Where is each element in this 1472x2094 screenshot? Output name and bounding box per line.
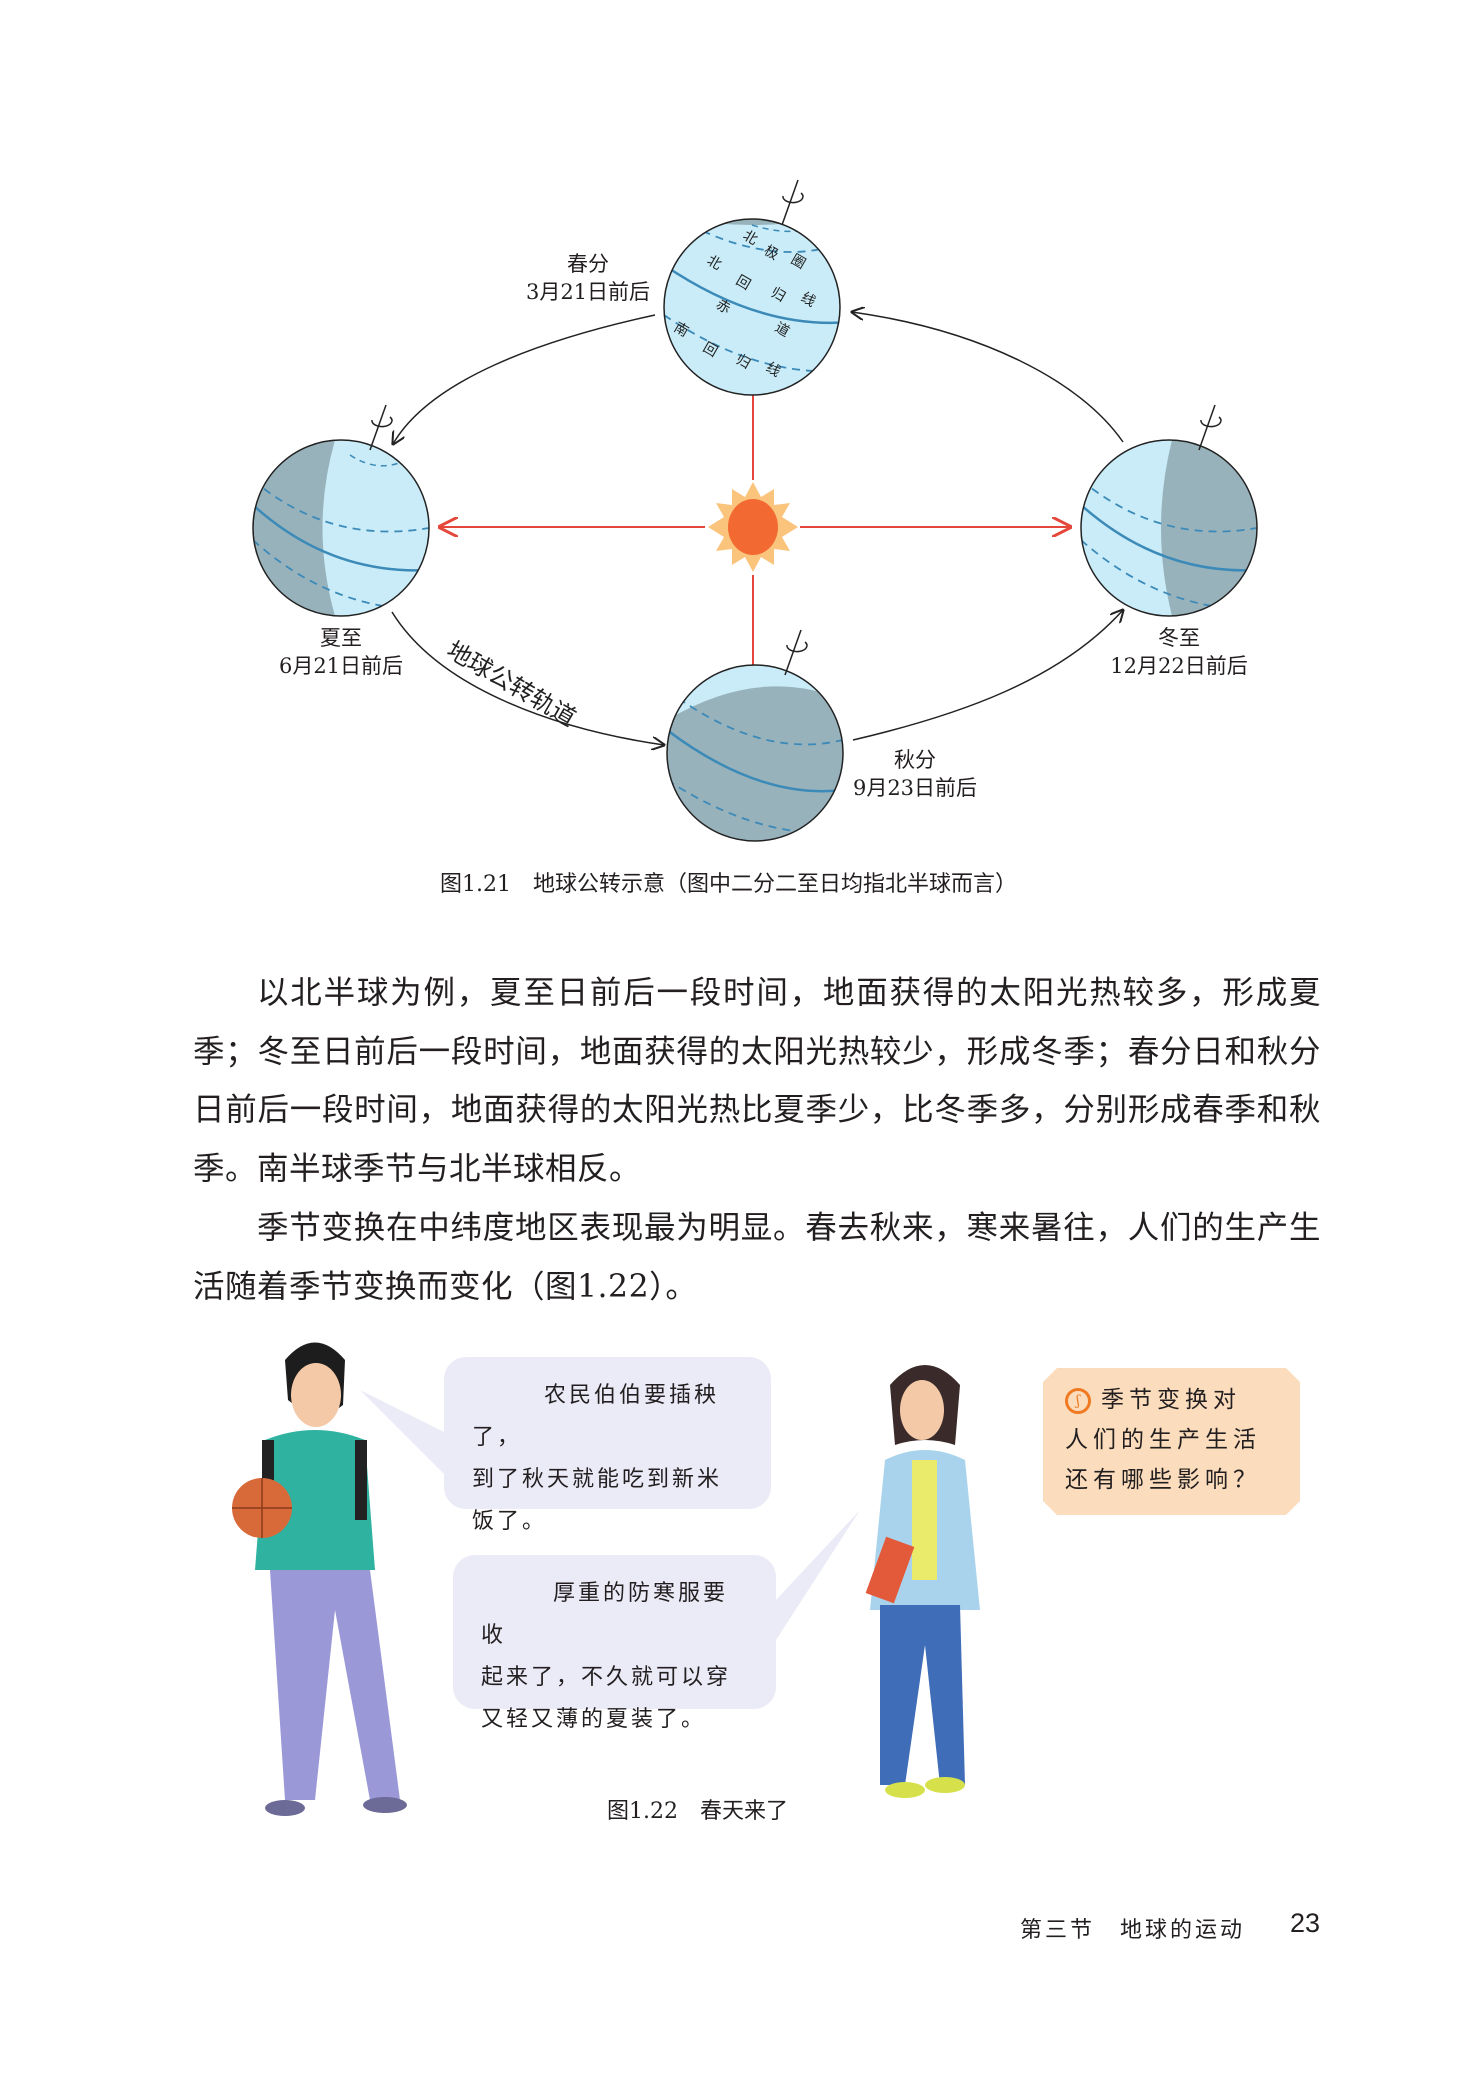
svg-text:线: 线 bbox=[763, 360, 783, 381]
paragraph-2: 季节变换在中纬度地区表现最为明显。春去秋来，寒来暑往，人们的生产生活随着季节变换… bbox=[193, 1209, 1321, 1305]
globe-autumn-equinox bbox=[666, 629, 844, 842]
orbit-path bbox=[392, 312, 1123, 745]
paragraph-1: 以北半球为例，夏至日前后一段时间，地面获得的太阳光热较多，形成夏季；冬至日前后一… bbox=[193, 975, 1321, 1188]
label-polar-circle-1: 北 bbox=[740, 228, 760, 249]
svg-text:回: 回 bbox=[733, 273, 753, 294]
boy-figure bbox=[232, 1342, 407, 1816]
figure-1-21-caption: 图1.21 地球公转示意（图中二分二至日均指北半球而言） bbox=[440, 872, 1018, 897]
page-number: 23 bbox=[1290, 1908, 1321, 1938]
label-equator: 赤 bbox=[713, 297, 733, 318]
label-tropic-capricorn: 南 bbox=[671, 320, 691, 341]
discussion-icon: ʃ bbox=[1065, 1388, 1091, 1414]
students-illustration bbox=[232, 1342, 980, 1816]
globe-summer-solstice bbox=[252, 404, 430, 617]
svg-text:道: 道 bbox=[772, 320, 792, 341]
globe-winter-solstice bbox=[1080, 404, 1258, 617]
label-tropic-cancer: 北 bbox=[704, 253, 724, 274]
speech-bubble-boy: 农民伯伯要插秧了， 到了秋天就能吃到新米 饭了。 bbox=[444, 1357, 771, 1534]
sun-icon bbox=[708, 482, 798, 572]
rotation-axis-icon bbox=[369, 404, 393, 451]
svg-text:回: 回 bbox=[700, 340, 720, 361]
rotation-axis-icon bbox=[1198, 404, 1222, 451]
svg-text:线: 线 bbox=[798, 290, 818, 311]
svg-text:极: 极 bbox=[761, 243, 781, 264]
girl-figure bbox=[865, 1365, 980, 1798]
figure-1-22-caption: 图1.22 春天来了 bbox=[607, 1799, 789, 1824]
orbit-label: 地球公转轨道 bbox=[442, 636, 581, 732]
rotation-axis-icon bbox=[781, 179, 804, 226]
rotation-axis-icon bbox=[784, 629, 808, 676]
globe-spring-equinox: 北 极 圈 北 回 归 线 赤 道 南 回 归 线 bbox=[663, 179, 841, 396]
body-text: 以北半球为例，夏至日前后一段时间，地面获得的太阳光热较多，形成夏季；冬至日前后一… bbox=[193, 964, 1321, 1316]
svg-text:圈: 圈 bbox=[788, 252, 808, 273]
speech-bubble-girl: 厚重的防寒服要收 起来了，不久就可以穿 又轻又薄的夏装了。 bbox=[453, 1555, 776, 1732]
footer-section: 第三节 地球的运动 bbox=[1020, 1918, 1246, 1943]
sunlight-arrows bbox=[440, 328, 1070, 665]
earth-revolution-diagram: 北 极 圈 北 回 归 线 赤 道 南 回 归 线 bbox=[252, 179, 1258, 842]
